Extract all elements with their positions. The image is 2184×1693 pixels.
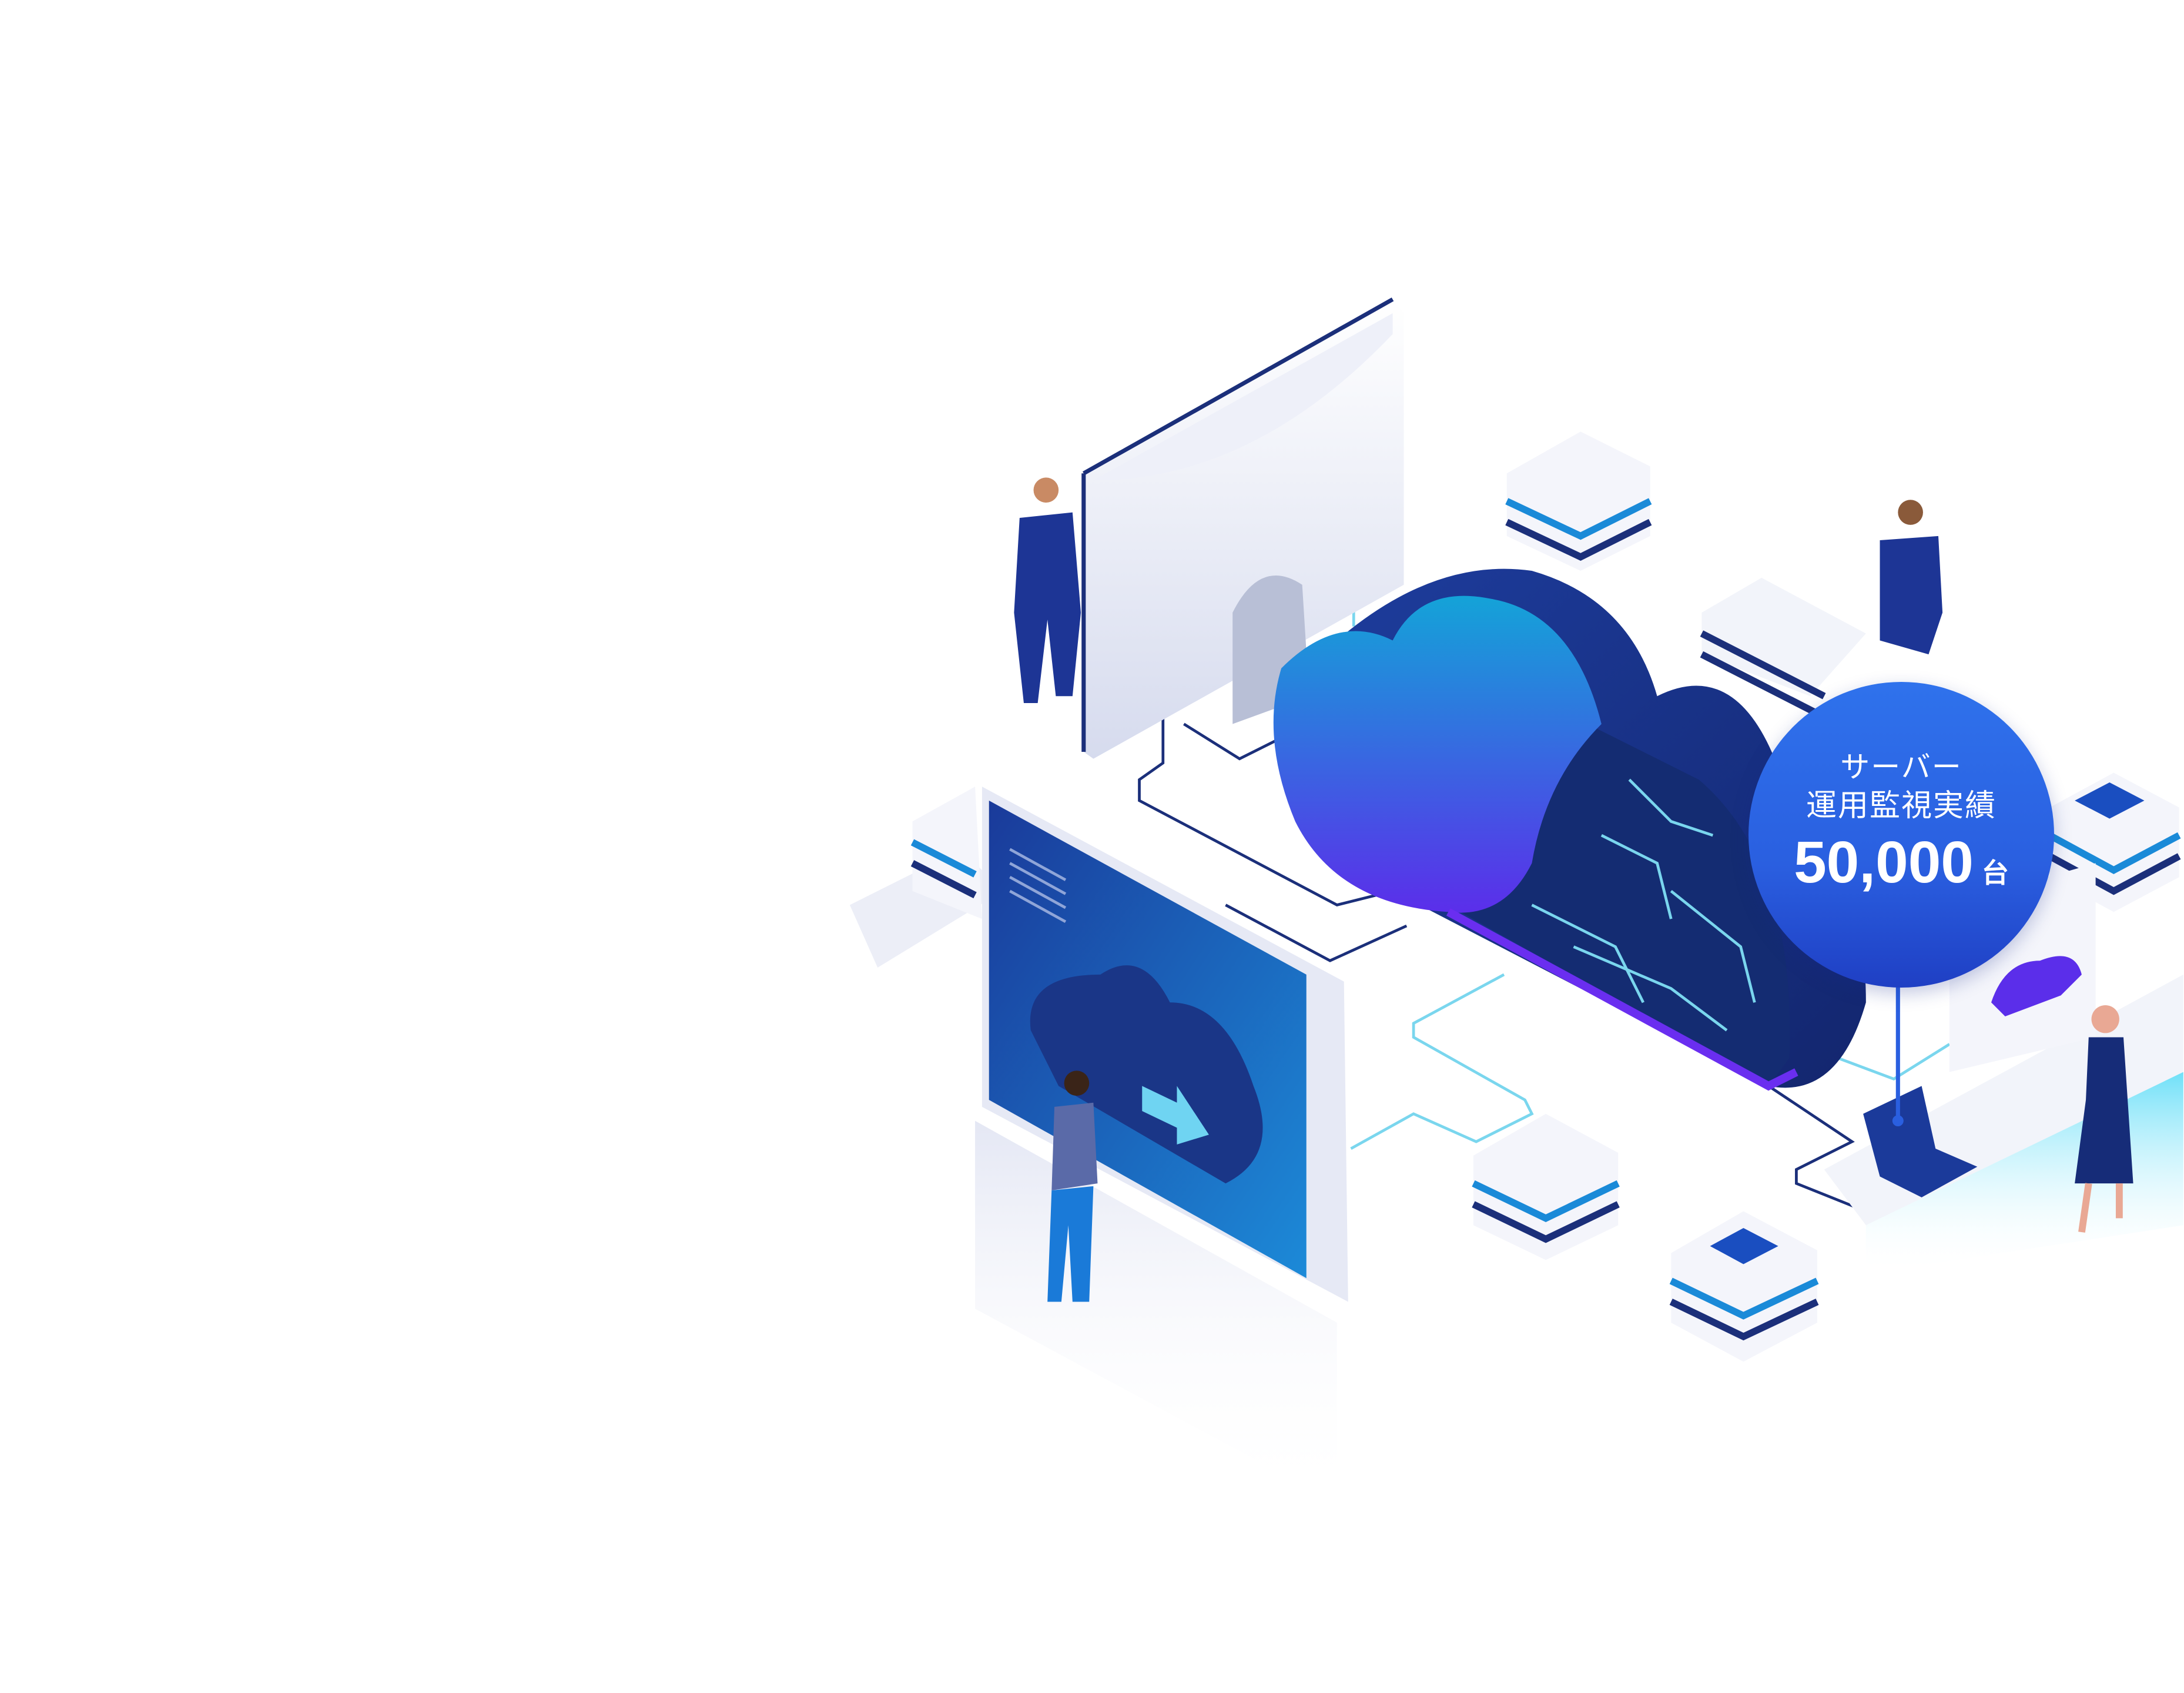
badge-line-monitoring-record: 運用監視実績: [1806, 788, 1997, 824]
person-man-right: [1880, 500, 1943, 655]
server-rack: [1700, 577, 1866, 721]
server-block: [910, 787, 982, 919]
person-man-left: [1014, 477, 1081, 704]
server-block: [1472, 1113, 1620, 1260]
server-block: [1669, 1211, 1819, 1362]
badge-unit: 台: [1981, 857, 2009, 889]
tablet-screen: [982, 787, 1348, 1302]
arrow-right-icon: [1142, 1086, 1209, 1145]
person-at-tablet: [1047, 1070, 1098, 1302]
cloud-download-icon: [1991, 956, 2082, 1016]
circuit-icon: [1531, 778, 1756, 1032]
badge-value: 50,000: [1794, 829, 1974, 895]
person-woman: [2075, 1005, 2133, 1233]
server-block: [1505, 431, 1652, 571]
text-lines-icon: [1009, 848, 1067, 923]
cloud-3d: [1273, 568, 1866, 1091]
badge-line-servers: サーバー: [1840, 750, 1962, 784]
connection-lines: [1138, 619, 1867, 1213]
laptop-icon: [1863, 1086, 1978, 1197]
